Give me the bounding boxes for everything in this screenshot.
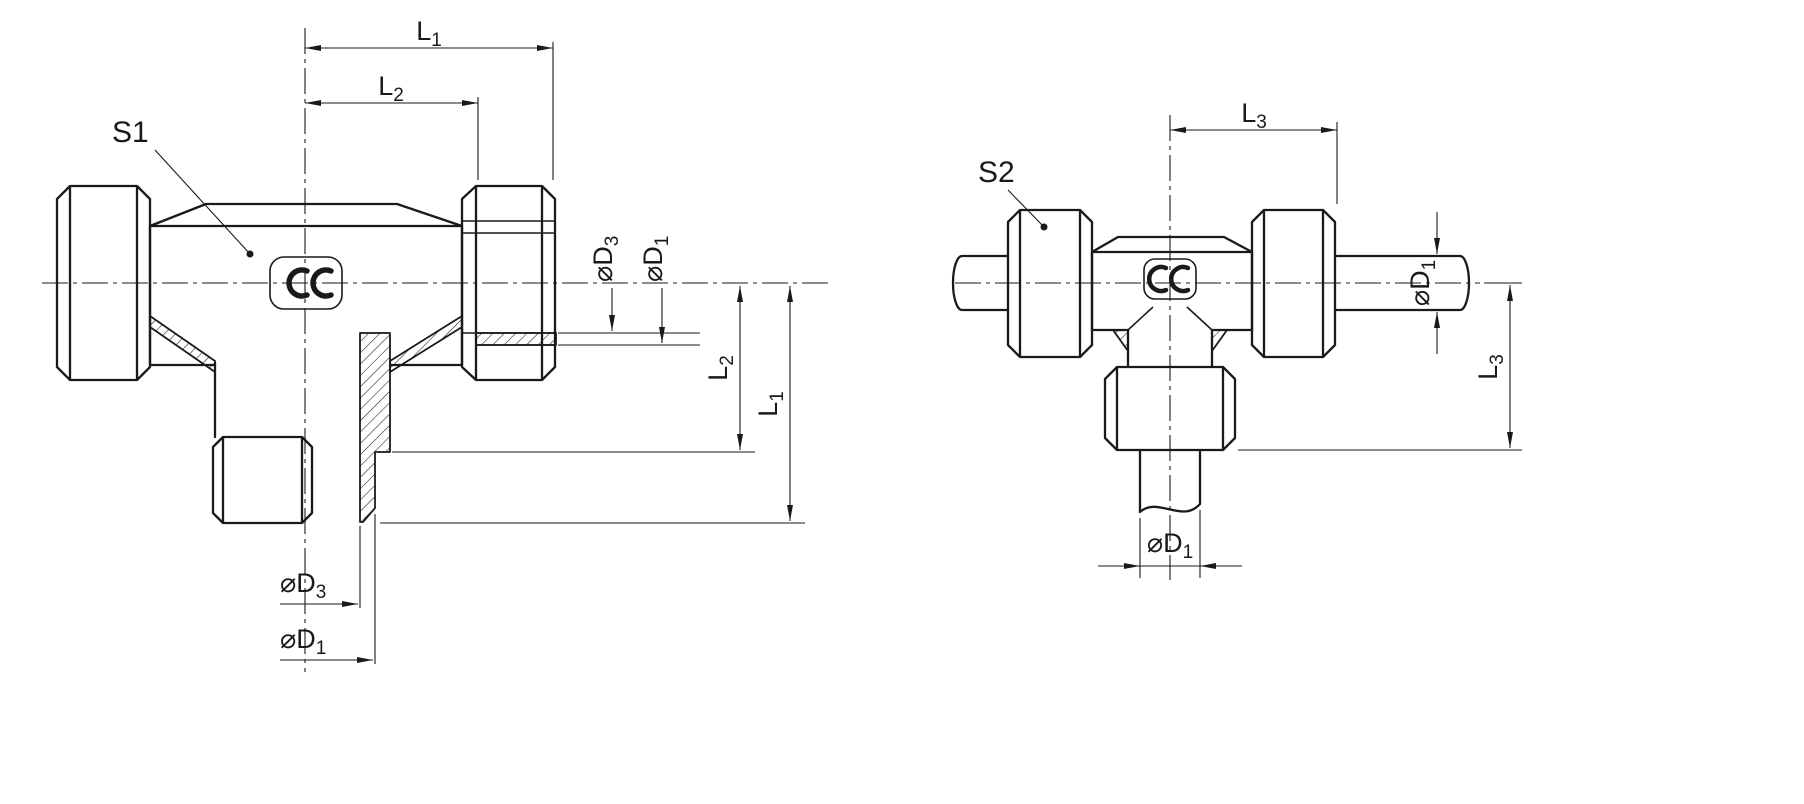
right-port-section-hatch [475, 332, 557, 346]
dim-d1-bottom-sub: 1 [316, 638, 327, 659]
s2-callout: S2 [978, 156, 1048, 231]
bottom-neck-walls [1126, 328, 1214, 369]
dim-d1-side-label: ⌀D1 [638, 236, 673, 282]
dim-l1-top-sub: 1 [431, 30, 442, 51]
left-tube [951, 254, 1010, 312]
right-tube [1333, 254, 1471, 312]
dim-d1-tube-sub: 1 [1419, 260, 1440, 271]
dim-l2-right-base: L [703, 366, 733, 381]
dim-l2-top: L2 [305, 71, 479, 180]
dim-d3-side: ⌀D3 [558, 236, 700, 334]
dim-l3-right-sub: 3 [1487, 354, 1508, 365]
right-nut-outline [460, 184, 557, 382]
side-manufacturer-logo-icon [1143, 258, 1197, 300]
dim-d1-side: ⌀D1 [558, 236, 700, 346]
dim-l3-top-sub: 3 [1256, 112, 1267, 133]
dim-l1-right-label: L1 [753, 391, 788, 417]
dim-l2-right-sub: 2 [717, 355, 738, 366]
dim-d1-bottom-base: ⌀D [280, 624, 316, 654]
bottom-nut-outline [211, 435, 314, 525]
tee-body-outline [148, 202, 464, 367]
dim-l3-right: L3 [1238, 282, 1522, 451]
dim-d3-side-label: ⌀D3 [588, 236, 623, 282]
dim-d3-side-sub: 3 [602, 236, 623, 247]
dim-l3-right-label: L3 [1473, 354, 1508, 380]
dim-l1-right: L1 [380, 286, 805, 524]
front-section-view: S1 L1 L2 ⌀D3 ⌀D1 [42, 16, 830, 672]
right-port-bore-lines [462, 220, 556, 346]
dim-l3-top-label: L3 [1241, 98, 1267, 133]
s1-leader-line [154, 149, 251, 255]
dim-d1-bottom-left-view: ⌀D1 [280, 514, 376, 664]
dim-d1-bottom-label: ⌀D1 [280, 624, 326, 659]
dim-l1-top-base: L [416, 16, 431, 46]
dim-l3-right-extensions [1238, 282, 1522, 451]
dim-d3-bottom-label: ⌀D3 [280, 568, 326, 603]
left-gusset-hatch [149, 315, 216, 373]
dim-l2-top-sub: 2 [393, 85, 404, 106]
s2-label: S2 [978, 156, 1015, 189]
bottom-tube-with-break [1138, 448, 1202, 514]
side-manufacturer-logo-glyphs [1147, 264, 1191, 294]
side-right-nut-outline [1250, 208, 1337, 359]
dim-d1-tube-label: ⌀D1 [1405, 260, 1440, 306]
side-left-neck-hatch [1112, 329, 1129, 352]
side-body-chamfer-lines [1127, 306, 1213, 331]
dim-d1-tube-base: ⌀D [1405, 270, 1435, 306]
bottom-stud-section-hatch [359, 332, 391, 523]
s2-leader-dot [1040, 223, 1048, 231]
dim-d3-bottom-base: ⌀D [280, 568, 316, 598]
s2-leader-line [1007, 189, 1045, 228]
dim-l3-top-base: L [1241, 98, 1256, 128]
dim-l2-top-base: L [378, 71, 393, 101]
dim-l1-right-sub: 1 [767, 391, 788, 402]
side-right-neck-hatch [1211, 329, 1228, 352]
s1-callout: S1 [112, 116, 254, 258]
dim-l1-right-base: L [753, 402, 783, 417]
dim-l1-top-label: L1 [416, 16, 442, 51]
dim-d1-bottom-tube-sub: 1 [1183, 542, 1194, 563]
dim-d1-tube: ⌀D1 [1405, 212, 1440, 354]
manufacturer-logo-glyphs [286, 267, 334, 299]
side-manufacturer-logo-frame [1143, 258, 1197, 300]
manufacturer-logo-icon [269, 256, 343, 310]
dim-d1-side-base: ⌀D [638, 246, 668, 282]
dim-d3-bottom: ⌀D3 [280, 526, 361, 608]
manufacturer-logo-frame [269, 256, 343, 310]
right-gusset-hatch [389, 315, 463, 373]
s1-leader-dot [246, 250, 254, 258]
dim-l3-top: L3 [1170, 98, 1338, 204]
dim-d3-bottom-sub: 3 [316, 582, 327, 603]
dim-d3-side-base: ⌀D [588, 246, 618, 282]
dim-d1-bottom-tube-label: ⌀D1 [1147, 528, 1193, 563]
side-left-nut-outline [1006, 208, 1094, 359]
side-view: S2 L3 ⌀D1 L3 ⌀D1 [951, 98, 1522, 580]
s1-label: S1 [112, 116, 149, 149]
dim-d1-side-sub: 1 [652, 236, 673, 247]
dim-l1-top: L1 [305, 16, 554, 180]
left-nut-outline [55, 184, 152, 382]
dim-l2-right: L2 [392, 286, 755, 453]
dim-d1-bottom-tube-base: ⌀D [1147, 528, 1183, 558]
dim-l2-right-label: L2 [703, 355, 738, 381]
dim-d1-bottom-tube: ⌀D1 [1098, 510, 1242, 578]
dim-l2-top-label: L2 [378, 71, 404, 106]
dim-l3-right-base: L [1473, 365, 1503, 380]
side-bottom-nut-outline [1103, 365, 1237, 452]
